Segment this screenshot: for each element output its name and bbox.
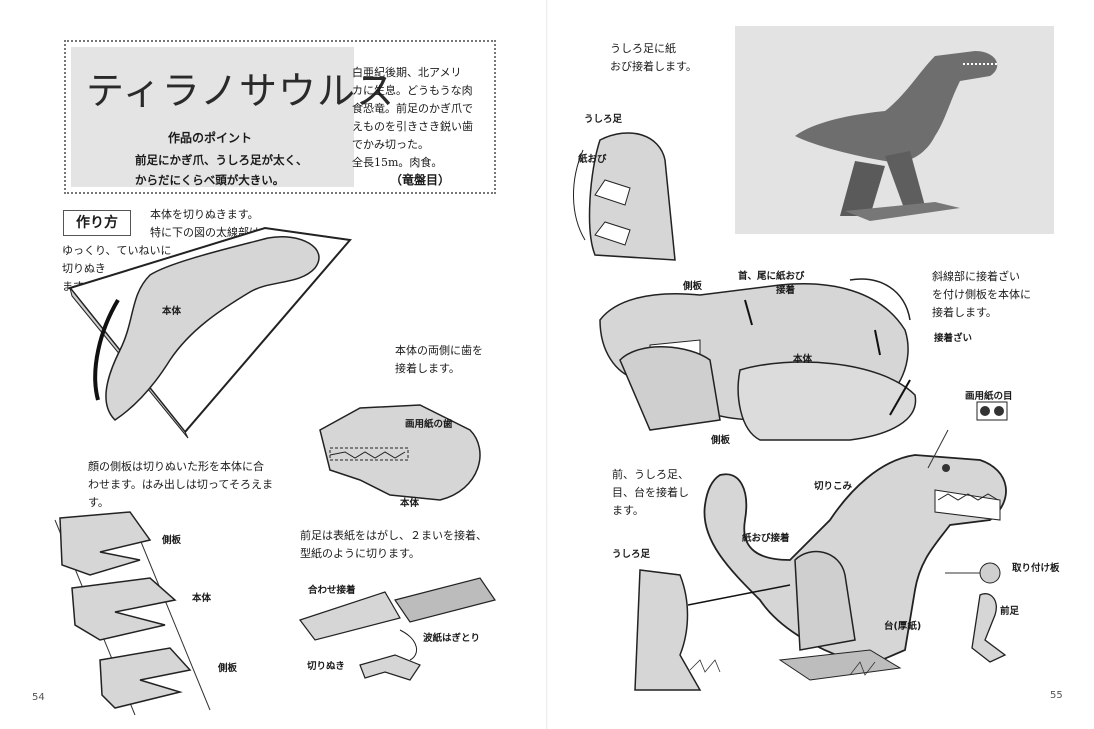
page-title: ティラノサウルス xyxy=(86,69,395,113)
species-description: 白亜紀後期、北アメリ カに生息。どうもうな肉 食恐竜。前足のかぎ爪で えものを引… xyxy=(352,66,473,169)
label-glue-together: 合わせ接着 xyxy=(308,585,356,596)
head-teeth-illustration xyxy=(319,404,481,501)
exploded-assembly-illustration xyxy=(599,278,917,441)
label-eye: 画用紙の目 xyxy=(965,391,1013,402)
body-board-illustration xyxy=(68,226,352,439)
step4-text: 前足は表紙をはがし、２まいを接着、 型紙のように切ります。 xyxy=(300,529,487,560)
label-rear-leg-1: うしろ足 xyxy=(584,114,623,125)
step3-text: 顔の側板は切りぬいた形を本体に合 わせます。はみ出しは切ってそろえま す。 xyxy=(88,460,274,509)
label-body-3: 本体 xyxy=(192,593,212,604)
model-photo-image xyxy=(735,26,1054,234)
step6-text: 斜線部に接着ざい を付け側板を本体に 接着します。 xyxy=(932,270,1031,319)
label-paper-band-glue: 紙おび接着 xyxy=(742,533,790,544)
label-cut-out: 切りぬき xyxy=(307,661,345,672)
label-body-1: 本体 xyxy=(162,306,182,317)
step5-text: うしろ足に紙 おび接着します。 xyxy=(610,42,697,73)
eye-parts-illustration xyxy=(976,401,1008,421)
left-illustrations xyxy=(54,226,496,716)
label-neck-tail: 首、尾に紙おび xyxy=(738,271,805,282)
point-heading: 作品のポイント xyxy=(168,131,253,145)
taxon-order: （竜盤目） xyxy=(390,173,451,187)
step2-text: 本体の両側に歯を 接着します。 xyxy=(395,344,483,375)
step7-text: 前、うしろ足、 目、台を接着し ます。 xyxy=(612,468,689,517)
page-number-right: 55 xyxy=(1050,690,1063,701)
label-body: 本体 xyxy=(793,354,813,365)
model-photo xyxy=(735,26,1054,234)
label-glue-agent: 接着ざい xyxy=(934,333,973,344)
page-number-left: 54 xyxy=(32,692,45,703)
label-mount-plate: 取り付け板 xyxy=(1012,563,1060,574)
label-paper-band-1: 紙おび xyxy=(578,154,607,165)
side-plate-diagram xyxy=(54,511,211,716)
label-side-2: 側板 xyxy=(218,663,238,674)
label-front-leg: 前足 xyxy=(1000,606,1020,617)
label-corrugated: 波紙はぎとり xyxy=(423,633,481,644)
label-side-a: 側板 xyxy=(683,281,703,292)
label-body-2: 本体 xyxy=(400,498,420,509)
label-neck-tail-2: 接着 xyxy=(776,285,796,296)
page-gutter xyxy=(546,0,548,729)
final-assembly-illustration xyxy=(634,429,1007,691)
label-teeth-paper: 画用紙の歯 xyxy=(405,419,453,430)
label-notch: 切りこみ xyxy=(814,481,853,492)
step1-text: 本体を切りぬきます。 特に下の図の太線部は xyxy=(150,208,260,239)
label-base: 台(厚紙) xyxy=(884,621,922,632)
point-text: 前足にかぎ爪、うしろ足が太く、 からだにくらべ頭が大きい。 xyxy=(135,153,308,187)
label-side-b: 側板 xyxy=(711,435,731,446)
title-panel xyxy=(71,47,354,187)
label-rear-leg-2: うしろ足 xyxy=(612,549,651,560)
title-box xyxy=(64,40,496,194)
label-side-1: 側板 xyxy=(162,535,182,546)
how-to-make-label: 作り方 xyxy=(63,210,131,236)
front-leg-diagram xyxy=(299,577,496,681)
